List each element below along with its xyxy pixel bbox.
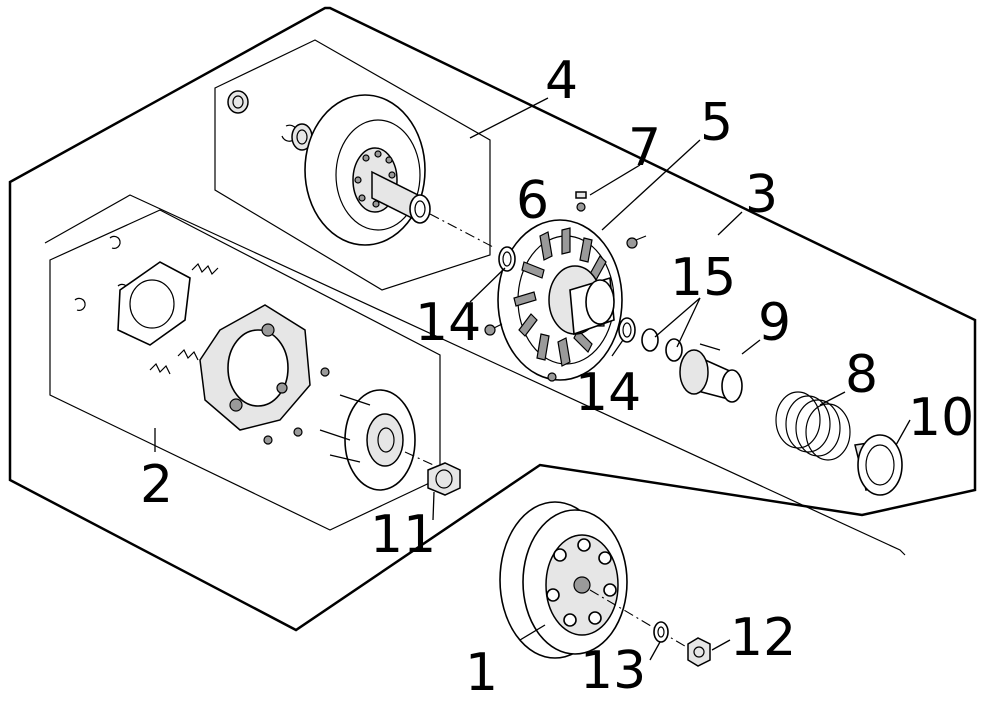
drive-face-inner bbox=[335, 119, 421, 231]
callout-6: 6 bbox=[516, 171, 549, 231]
cup-10 bbox=[854, 434, 903, 496]
o-ring-14-upper-inner bbox=[502, 251, 512, 267]
callout-4: 4 bbox=[545, 51, 578, 111]
callout-8: 8 bbox=[845, 345, 878, 405]
reference-line bbox=[44, 194, 906, 556]
screw-7 bbox=[575, 191, 587, 199]
axis-1 bbox=[589, 589, 696, 653]
drive-plate-assembly bbox=[227, 90, 496, 249]
bushing bbox=[227, 90, 249, 114]
shoe-center bbox=[227, 329, 289, 407]
callout-1: 1 bbox=[465, 643, 498, 703]
axis-2 bbox=[404, 451, 441, 469]
callout-2: 2 bbox=[140, 455, 173, 515]
nut-11-bore bbox=[435, 469, 453, 489]
callout-14-lower: 14 bbox=[575, 363, 641, 423]
clip-3 bbox=[74, 297, 86, 311]
bolt-right bbox=[626, 235, 647, 249]
callout-11: 11 bbox=[370, 505, 436, 565]
washer-13 bbox=[653, 621, 669, 643]
callout-13: 13 bbox=[580, 641, 646, 701]
bolt-left bbox=[484, 323, 503, 336]
clip-1 bbox=[109, 235, 121, 249]
plate-center bbox=[129, 279, 175, 329]
washer-b bbox=[293, 427, 303, 437]
shoe-pivot-1 bbox=[261, 323, 275, 337]
nut-6 bbox=[576, 202, 586, 212]
bolt-bottom bbox=[547, 372, 557, 382]
leader-lines bbox=[154, 97, 911, 661]
callout-5: 5 bbox=[700, 93, 733, 153]
o-ring-14-upper bbox=[498, 246, 516, 272]
backing-hub bbox=[366, 413, 404, 467]
callout-12: 12 bbox=[730, 608, 796, 668]
sleeve-end bbox=[585, 279, 615, 325]
o-ring-14-lower-inner bbox=[622, 322, 632, 338]
collar-9 bbox=[679, 343, 743, 403]
nut-12-bore bbox=[693, 646, 705, 658]
bushing-bore bbox=[232, 95, 244, 109]
axis-4 bbox=[429, 213, 496, 249]
callout-9: 9 bbox=[758, 293, 791, 353]
shoe-pivot-2 bbox=[229, 398, 243, 412]
clutch-assembly bbox=[74, 235, 441, 491]
pin-1 bbox=[339, 394, 371, 406]
backing-bore bbox=[377, 427, 395, 453]
seal-15-a bbox=[641, 328, 659, 352]
shaft-end bbox=[409, 194, 431, 224]
spring-8 bbox=[775, 391, 851, 461]
callout-15: 15 bbox=[670, 248, 736, 308]
washer-c bbox=[320, 367, 330, 377]
nut-11 bbox=[427, 462, 461, 496]
callout-3: 3 bbox=[745, 165, 778, 225]
clutch-plate bbox=[117, 261, 191, 346]
clutch-bell bbox=[499, 501, 696, 659]
callout-7: 7 bbox=[628, 118, 661, 178]
nut-12 bbox=[687, 637, 711, 667]
shoe-pivot-3 bbox=[276, 382, 288, 394]
panel-4 bbox=[214, 39, 491, 291]
o-ring-14-lower bbox=[618, 317, 636, 343]
washer-a bbox=[263, 435, 273, 445]
callouts: 1 2 3 4 5 6 7 8 9 10 11 12 13 14 14 15 bbox=[140, 51, 974, 703]
spring-3 bbox=[177, 348, 199, 361]
pin-2 bbox=[319, 429, 351, 441]
bearing-bore bbox=[296, 129, 308, 145]
pin-3 bbox=[329, 454, 361, 463]
assembly-frame-3 bbox=[8, 6, 977, 632]
callout-14-upper: 14 bbox=[415, 293, 481, 353]
driven-face-5 bbox=[497, 219, 623, 381]
shaft-bore bbox=[414, 200, 426, 218]
callout-10: 10 bbox=[908, 388, 974, 448]
spring-1 bbox=[191, 262, 219, 276]
washer-13-bore bbox=[657, 626, 665, 638]
spring-2 bbox=[149, 362, 171, 375]
